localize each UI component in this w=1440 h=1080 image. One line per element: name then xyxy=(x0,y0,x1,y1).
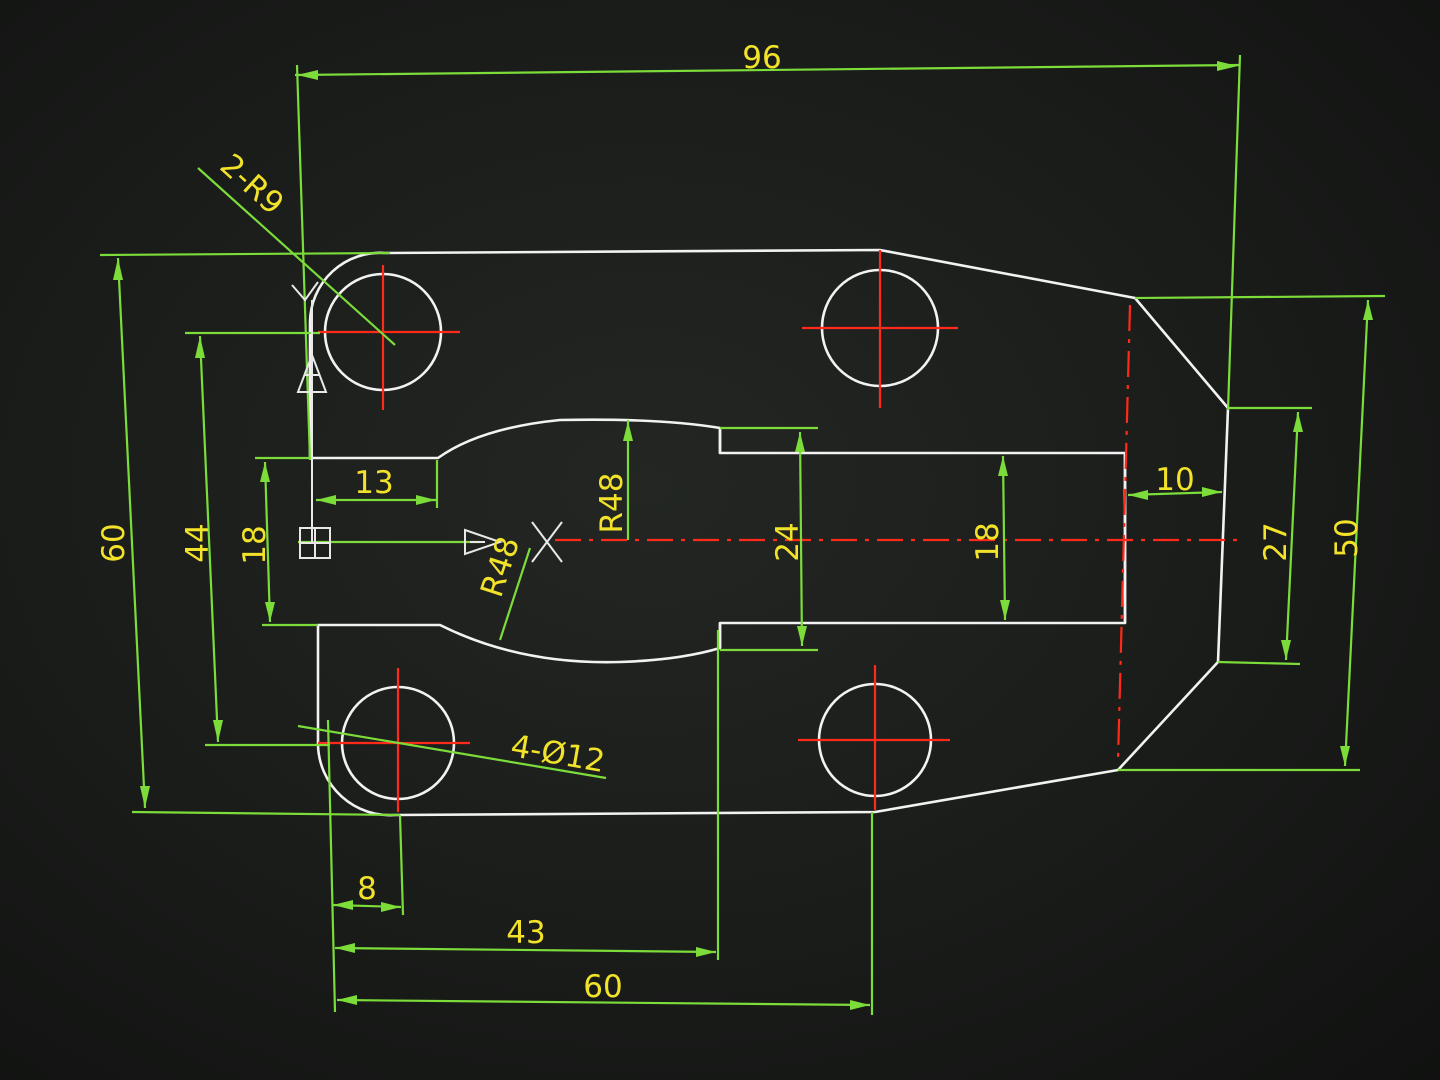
arrowheads xyxy=(113,61,1373,1010)
dimension-lines xyxy=(99,54,1386,1015)
dim-slot-start: 13 xyxy=(354,465,393,501)
dim-slot-width-left: 18 xyxy=(237,525,273,564)
leader-2-r9 xyxy=(197,167,396,346)
outer-contour xyxy=(308,248,1230,817)
dim-slot-width-right: 18 xyxy=(970,522,1006,561)
dim-overall-width: 96 xyxy=(742,40,781,76)
dim-step-position: 43 xyxy=(506,915,545,951)
dim-slot-arc-top: R48 xyxy=(594,473,630,534)
dim-hole-spacing-vertical: 44 xyxy=(180,523,216,562)
leader-r48-bottom xyxy=(498,547,532,641)
leader-4-holes xyxy=(297,724,607,780)
dim-overall-height: 60 xyxy=(96,523,132,562)
dim-slot-width-mid: 24 xyxy=(770,522,806,561)
cursor-cross-icon xyxy=(531,521,563,563)
dimension-labels: 96 60 44 18 13 R48 R48 24 18 10 27 50 2-… xyxy=(96,40,1365,1005)
dim-end-offset: 10 xyxy=(1155,462,1194,498)
dim-hole-inset: 8 xyxy=(357,871,377,907)
dim-holes: 4-Ø12 xyxy=(508,728,608,780)
holes xyxy=(323,268,940,801)
dim-hole-spacing-horizontal: 60 xyxy=(583,969,622,1005)
dim-taper-height: 50 xyxy=(1329,518,1365,557)
dim-corner-radius: 2-R9 xyxy=(213,147,291,222)
ucs-icon xyxy=(291,281,504,559)
dim-end-flat-height: 27 xyxy=(1258,522,1294,561)
taper-line xyxy=(1116,304,1132,761)
part-outline xyxy=(308,248,1230,817)
